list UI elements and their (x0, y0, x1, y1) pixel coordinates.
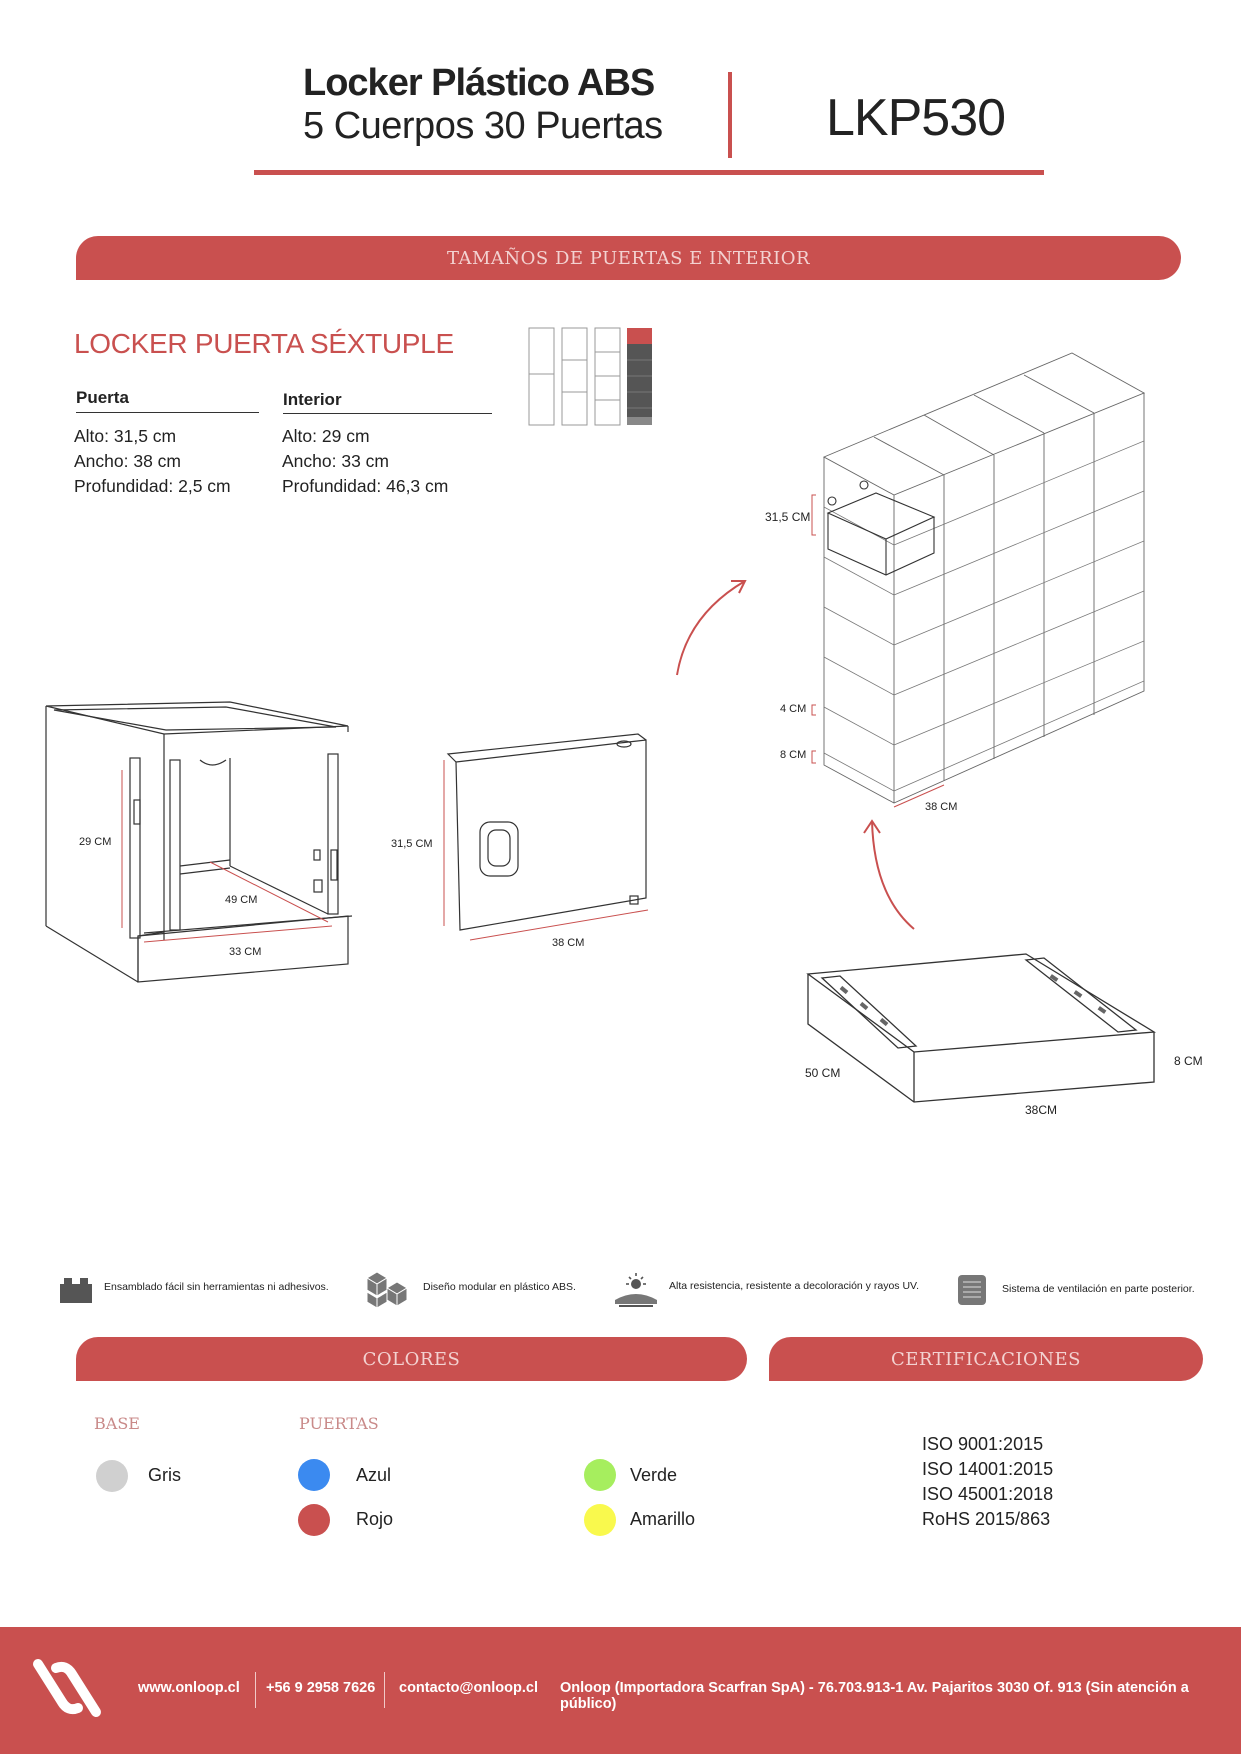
full-locker-drawing (811, 352, 1145, 808)
product-title-line1: Locker Plástico ABS (303, 62, 655, 104)
sun-resistance-icon (615, 1273, 657, 1307)
interior-spec-depth: Profundidad: 46,3 cm (282, 476, 449, 496)
color-swatch-amarillo (584, 1504, 616, 1536)
footer-email-link[interactable]: contacto@onloop.cl (399, 1680, 538, 1696)
door-height-label: 31,5 CM (391, 838, 433, 850)
locker-base-label: 8 CM (780, 749, 807, 761)
cert-item: RoHS 2015/863 (922, 1509, 1051, 1529)
base-height-label: 8 CM (1174, 1054, 1203, 1068)
color-swatch-verde (584, 1459, 616, 1491)
door-spec-height: Alto: 31,5 cm (74, 426, 177, 446)
color-name-verde: Verde (630, 1465, 678, 1485)
locker-door-height-label: 31,5 CM (765, 510, 811, 524)
arrow-up-right-icon (676, 580, 747, 676)
base-width-label: 38CM (1025, 1103, 1058, 1117)
interior-spec-width: Ancho: 33 cm (282, 451, 389, 471)
title-divider (728, 72, 732, 158)
model-code: LKP530 (826, 89, 1006, 147)
color-name-azul: Azul (356, 1465, 392, 1485)
color-swatch-azul (298, 1459, 330, 1491)
locker-width-label: 38 CM (925, 801, 958, 813)
footer-company-info: Onloop (Importadora Scarfran SpA) - 76.7… (560, 1680, 1189, 1712)
locker-gap-label: 4 CM (780, 703, 807, 715)
colors-section-band: COLORES (76, 1337, 747, 1381)
footer-divider (255, 1672, 256, 1708)
certifications-list: ISO 9001:2015 ISO 14001:2015 ISO 45001:2… (922, 1432, 1053, 1532)
section-title: LOCKER PUERTA SÉXTUPLE (74, 328, 454, 359)
door-specs: Alto: 31,5 cm Ancho: 38 cm Profundidad: … (74, 424, 231, 499)
color-name-rojo: Rojo (356, 1509, 394, 1529)
footer-divider (384, 1672, 385, 1708)
interior-spec-height: Alto: 29 cm (282, 426, 370, 446)
door-spec-width: Ancho: 38 cm (74, 451, 181, 471)
footer-website-link[interactable]: www.onloop.cl (138, 1680, 240, 1696)
interior-cell-drawing (45, 701, 353, 983)
interior-heading: Interior (283, 390, 342, 409)
base-drawing (806, 953, 1157, 1103)
onloop-logo-icon (33, 1659, 101, 1717)
cert-item: ISO 9001:2015 (922, 1434, 1044, 1454)
footer-phone[interactable]: +56 9 2958 7626 (266, 1680, 376, 1696)
color-name-amarillo: Amarillo (630, 1509, 696, 1529)
interior-depth-label: 49 CM (225, 894, 258, 906)
header-underline (254, 170, 1044, 175)
door-width-label: 38 CM (552, 937, 585, 949)
feature-text-assembly: Ensamblado fácil sin herramientas ni adh… (104, 1281, 329, 1293)
interior-height-label: 29 CM (79, 836, 112, 848)
arrow-up-left-icon (863, 819, 915, 930)
certifications-section-band: CERTIFICACIONES (769, 1337, 1203, 1381)
interior-heading-rule (283, 413, 492, 414)
door-config-thumbnails (528, 327, 652, 426)
feature-text-modular: Diseño modular en plástico ABS. (423, 1281, 576, 1293)
base-depth-label: 50 CM (805, 1066, 841, 1080)
door-drawing (443, 733, 649, 941)
ventilation-icon (958, 1275, 986, 1305)
base-color-heading: BASE (94, 1414, 140, 1433)
door-color-heading: PUERTAS (299, 1414, 379, 1433)
feature-text-ventilation: Sistema de ventilación en parte posterio… (1002, 1283, 1195, 1295)
product-title-line2: 5 Cuerpos 30 Puertas (303, 105, 663, 147)
door-heading: Puerta (76, 388, 129, 407)
interior-specs: Alto: 29 cm Ancho: 33 cm Profundidad: 46… (282, 424, 448, 499)
door-spec-depth: Profundidad: 2,5 cm (74, 476, 231, 496)
cert-item: ISO 45001:2018 (922, 1484, 1054, 1504)
footer (0, 1627, 1241, 1754)
door-heading-rule (76, 412, 259, 413)
modular-cubes-icon (366, 1271, 408, 1309)
color-swatch-gris (96, 1460, 128, 1492)
color-name-gris: Gris (148, 1465, 181, 1485)
color-swatch-rojo (298, 1504, 330, 1536)
feature-text-uv: Alta resistencia, resistente a decolorac… (669, 1280, 919, 1292)
lego-block-icon (60, 1278, 92, 1303)
cert-item: ISO 14001:2015 (922, 1459, 1054, 1479)
interior-width-label: 33 CM (229, 946, 262, 958)
sizes-section-band: TAMAÑOS DE PUERTAS E INTERIOR (76, 236, 1181, 280)
